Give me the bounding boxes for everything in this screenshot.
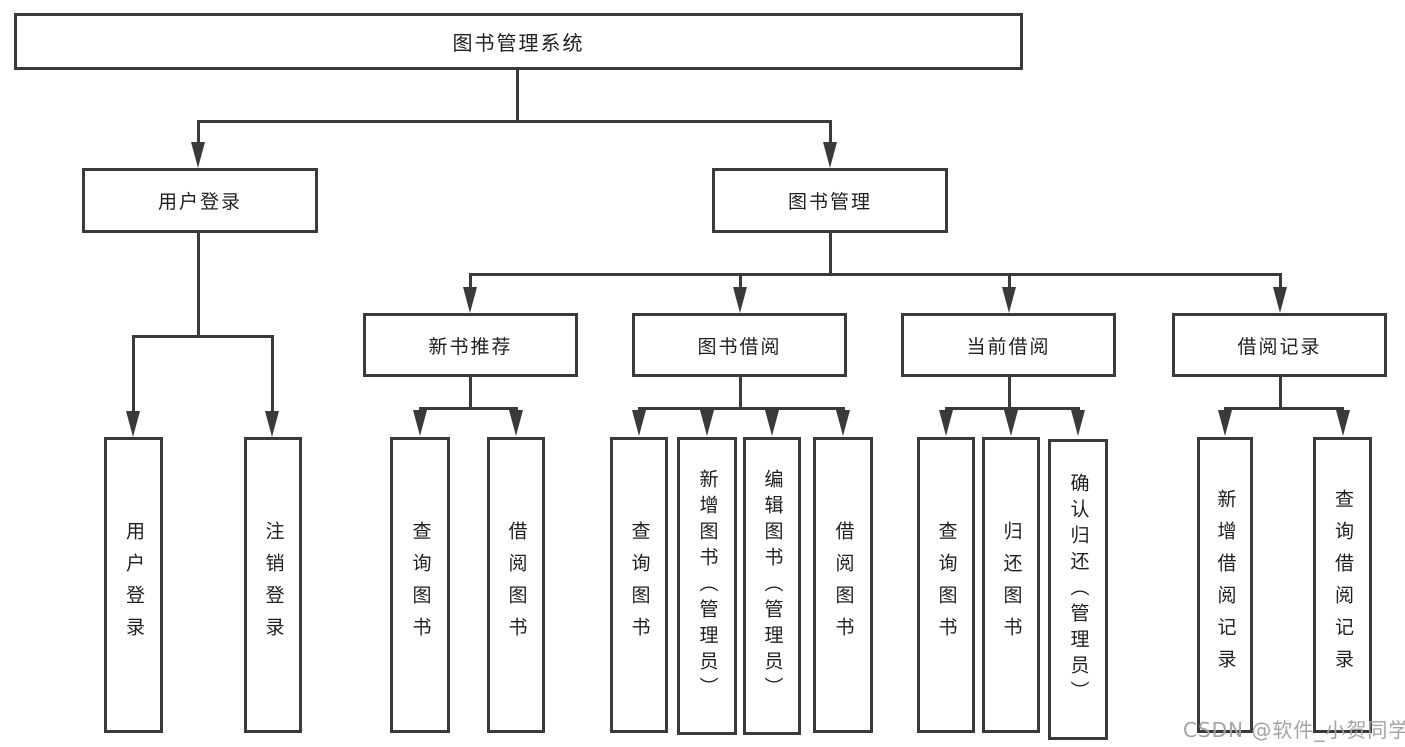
arrowhead-leaf-query-books-3 <box>939 410 953 436</box>
arrowhead-leaf-borrow-books-2 <box>836 410 850 436</box>
leaf-borrow-books-2-label: 借阅图书 <box>832 521 855 649</box>
arrowhead-leaf-confirm-return <box>1071 410 1085 436</box>
connector-new-book-rec-bus <box>419 407 518 410</box>
arrowhead-leaf-edit-books <box>765 410 779 436</box>
connector-drop-borrowing-records <box>1279 273 1282 289</box>
connector-l2-bus <box>469 273 1282 276</box>
node-new-book-rec: 新书推荐 <box>363 313 578 377</box>
node-root: 图书管理系统 <box>14 13 1023 70</box>
connector-book-mgmt-stub <box>829 233 832 275</box>
leaf-confirm-return-admin-label: 确认归还（管理员） <box>1067 472 1090 707</box>
arrowhead-leaf-user-login <box>126 411 140 437</box>
arrowhead-user-login <box>191 142 205 168</box>
arrowhead-leaf-query-books-2 <box>632 410 646 436</box>
connector-borrowing-records-bus <box>1224 407 1344 410</box>
connector-new-book-rec-stub <box>469 377 472 409</box>
node-current-borrowing: 当前借阅 <box>901 313 1116 377</box>
node-borrowing-records-label: 借阅记录 <box>1237 335 1322 358</box>
leaf-confirm-return-admin: 确认归还（管理员） <box>1048 439 1108 740</box>
leaf-user-login: 用户登录 <box>104 437 163 733</box>
leaf-logout: 注销登录 <box>244 437 302 733</box>
node-book-mgmt-label: 图书管理 <box>787 191 872 213</box>
leaf-user-login-label: 用户登录 <box>123 521 145 649</box>
arrowhead-book-mgmt <box>823 142 837 168</box>
node-user-login: 用户登录 <box>82 168 318 233</box>
connector-user-login-stub <box>197 233 200 337</box>
arrowhead-leaf-query-borrow-record <box>1336 410 1350 436</box>
arrowhead-leaf-query-books-1 <box>413 410 427 436</box>
arrowhead-current-borrowing <box>1002 287 1016 313</box>
leaf-query-borrow-record: 查询借阅记录 <box>1313 437 1372 733</box>
connector-l1-bus <box>197 120 832 123</box>
node-new-book-rec-label: 新书推荐 <box>428 335 513 358</box>
node-current-borrowing-label: 当前借阅 <box>966 335 1051 358</box>
leaf-edit-books-admin: 编辑图书（管理员） <box>743 437 801 735</box>
leaf-query-books-2-label: 查询图书 <box>628 521 651 649</box>
connector-current-borrowing-stub <box>1008 377 1011 409</box>
leaf-edit-books-admin-label: 编辑图书（管理员） <box>761 469 784 703</box>
arrowhead-leaf-logout <box>265 411 279 437</box>
connector-drop-book-borrowing <box>739 273 742 289</box>
leaf-query-books-3-label: 查询图书 <box>935 521 958 649</box>
leaf-return-books-label: 归还图书 <box>1000 521 1023 649</box>
leaf-add-books-admin: 新增图书（管理员） <box>677 437 737 735</box>
connector-l1-drop-left <box>197 120 200 144</box>
leaf-query-books-1: 查询图书 <box>390 437 450 733</box>
leaf-add-borrow-record: 新增借阅记录 <box>1197 437 1253 733</box>
connector-borrowing-records-stub <box>1279 377 1282 409</box>
leaf-logout-label: 注销登录 <box>262 521 285 649</box>
node-borrowing-records: 借阅记录 <box>1172 313 1387 377</box>
node-book-mgmt: 图书管理 <box>712 168 948 233</box>
connector-drop-leaf-logout <box>271 335 274 413</box>
arrowhead-new-book-rec <box>463 287 477 313</box>
arrowhead-leaf-add-books <box>700 410 714 436</box>
arrowhead-leaf-add-borrow-record <box>1218 410 1232 436</box>
leaf-borrow-books-1: 借阅图书 <box>487 437 545 733</box>
connector-root-stub <box>516 70 519 122</box>
leaf-query-books-3: 查询图书 <box>917 437 975 733</box>
leaf-query-borrow-record-label: 查询借阅记录 <box>1332 489 1354 681</box>
arrowhead-borrowing-records <box>1273 287 1287 313</box>
connector-l1-drop-right <box>829 120 832 144</box>
node-user-login-label: 用户登录 <box>157 191 242 213</box>
connector-drop-leaf-user-login <box>132 335 135 413</box>
connector-book-borrowing-stub <box>739 377 742 409</box>
leaf-return-books: 归还图书 <box>982 437 1040 733</box>
arrowhead-book-borrowing <box>733 287 747 313</box>
leaf-query-books-2: 查询图书 <box>610 437 668 733</box>
leaf-borrow-books-1-label: 借阅图书 <box>505 521 528 649</box>
arrowhead-leaf-return-books <box>1004 410 1018 436</box>
node-book-borrowing: 图书借阅 <box>632 313 847 377</box>
arrowhead-leaf-borrow-books-1 <box>509 410 523 436</box>
csdn-watermark: CSDN @软件_小贺同学 <box>1183 718 1405 742</box>
leaf-borrow-books-2: 借阅图书 <box>813 437 873 733</box>
leaf-query-books-1-label: 查询图书 <box>409 521 432 649</box>
node-book-borrowing-label: 图书借阅 <box>697 335 782 358</box>
connector-book-borrowing-bus <box>638 407 845 410</box>
leaf-add-books-admin-label: 新增图书（管理员） <box>696 469 719 703</box>
connector-current-borrowing-bus <box>945 407 1080 410</box>
leaf-add-borrow-record-label: 新增借阅记录 <box>1214 489 1237 681</box>
node-root-label: 图书管理系统 <box>452 31 585 55</box>
connector-drop-new-book-rec <box>469 273 472 289</box>
connector-user-login-bus <box>132 335 274 338</box>
connector-drop-current-borrowing <box>1008 273 1011 289</box>
